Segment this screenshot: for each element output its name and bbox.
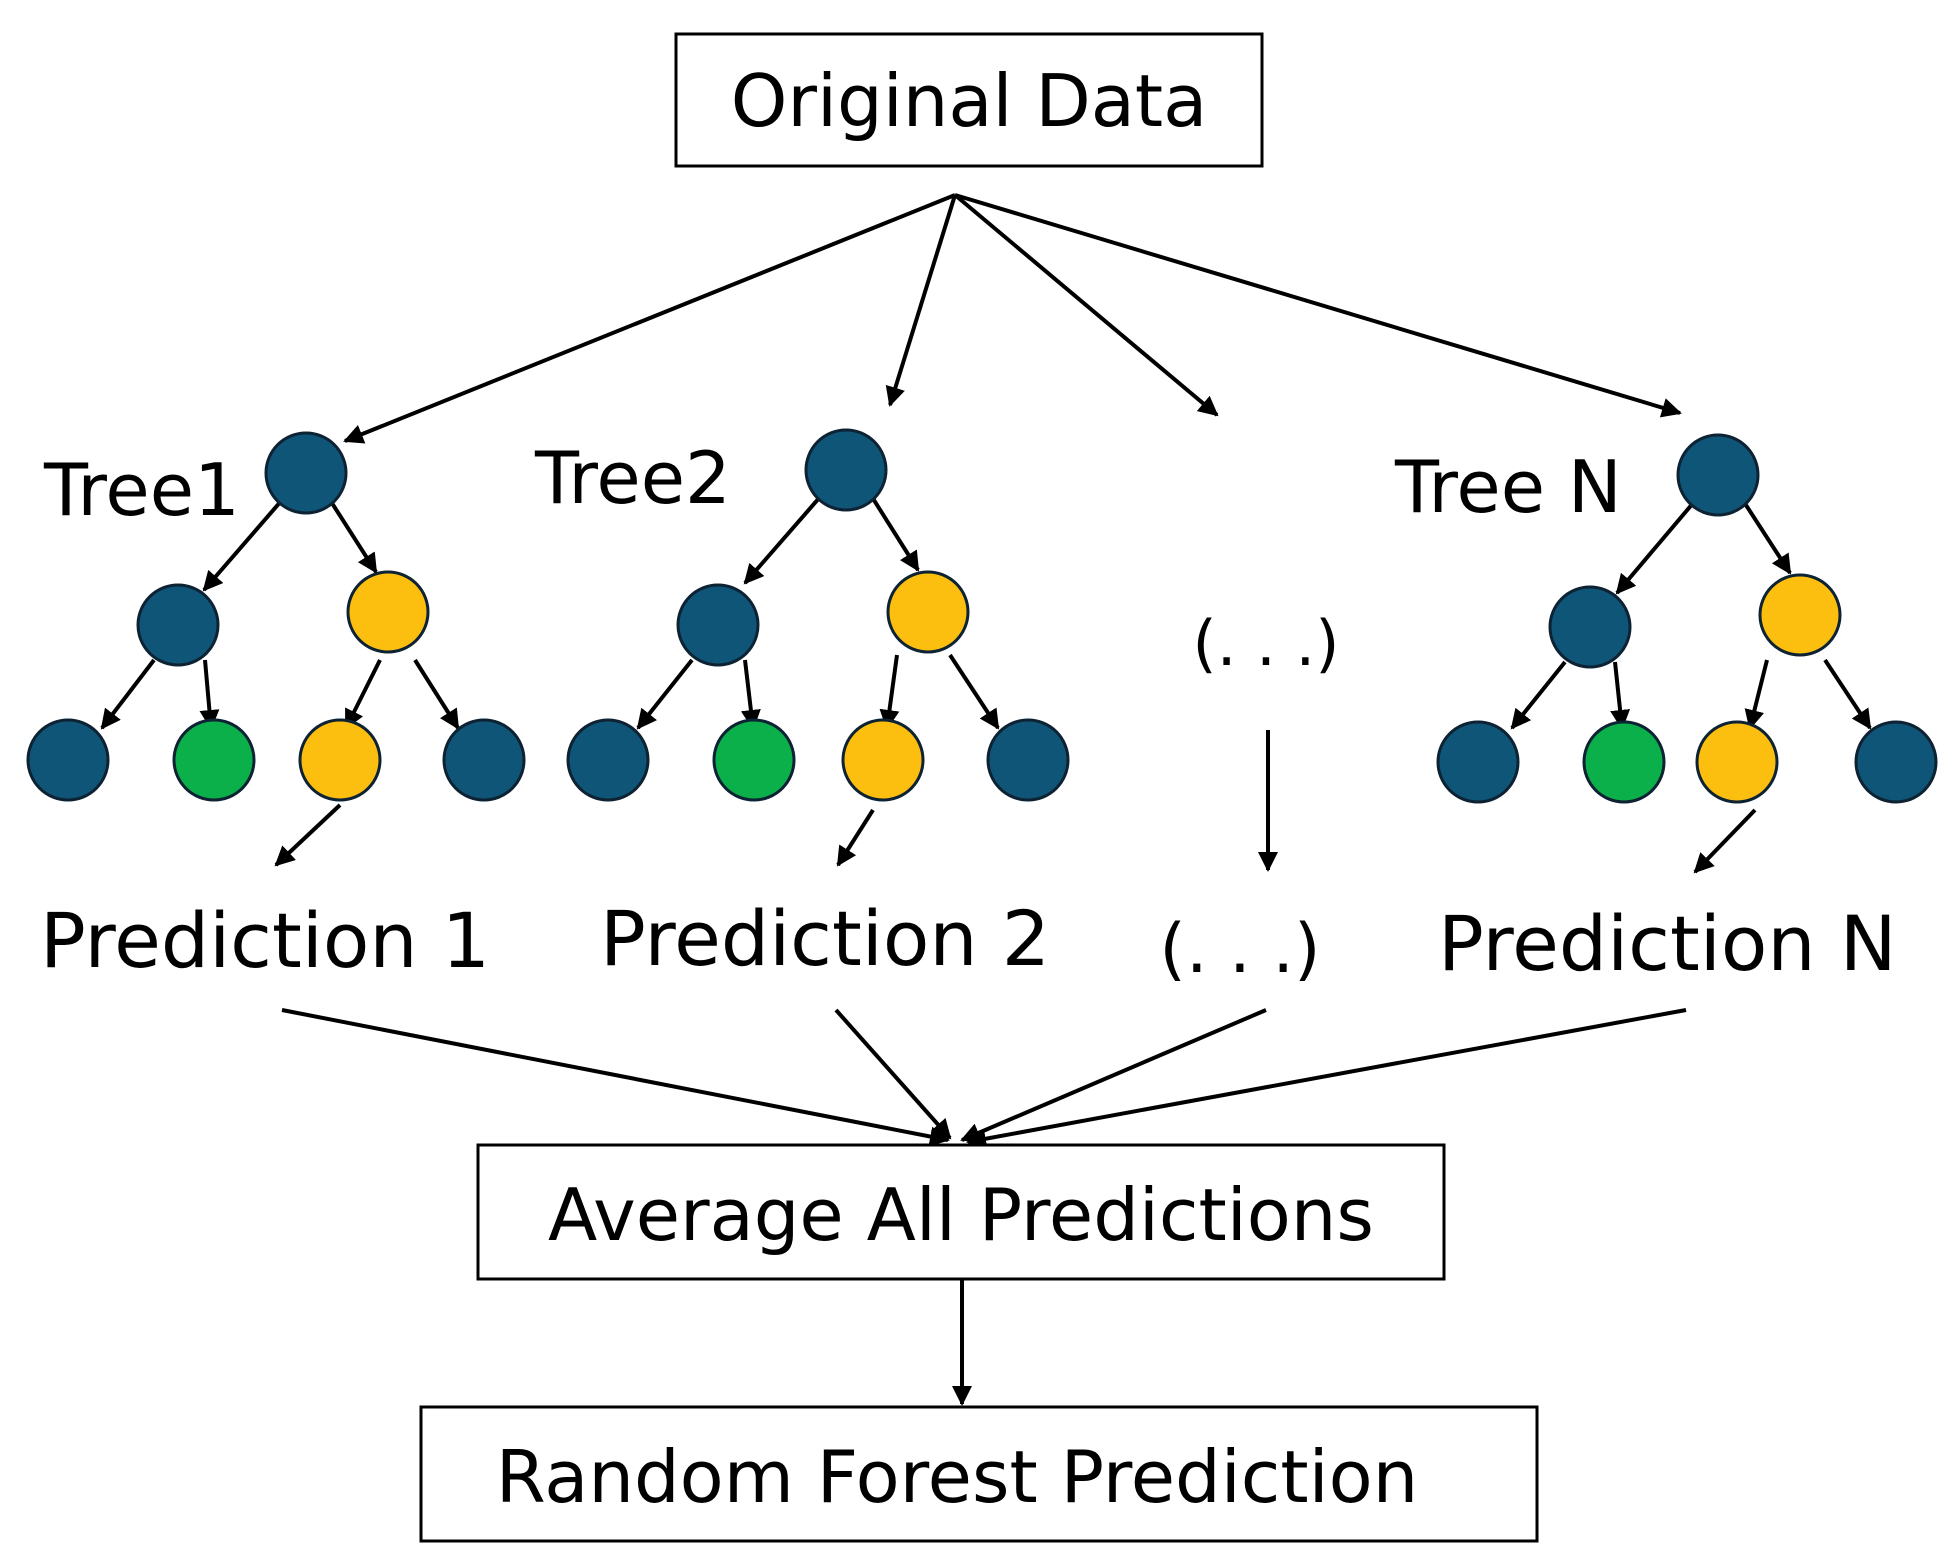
tree-n-label: Tree N: [1394, 445, 1622, 529]
tree-2-leaf-3: [841, 718, 925, 802]
tree-n-leaf-2: [1582, 720, 1666, 804]
tree-2-label: Tree2: [534, 436, 731, 520]
tree-ellipsis: (. . .): [1193, 607, 1340, 872]
arrow-to-tree-1: [343, 193, 956, 444]
prediction-1-label: Prediction 1: [40, 896, 490, 985]
tree-n-edges: [1510, 500, 1872, 874]
tree-n-leaf-4: [1854, 720, 1938, 804]
tree-n-root-node: [1676, 433, 1760, 517]
tree-1-root-node: [264, 431, 348, 515]
tree-n-leaf-3: [1695, 720, 1779, 804]
tree-1-leaf-2: [172, 718, 256, 802]
tree-1-edges: [100, 498, 460, 867]
arrow-from-prediction-1: [281, 1008, 950, 1147]
original-data-box: Original Data: [674, 32, 1264, 168]
tree-1-label: Tree1: [43, 448, 240, 532]
tree-2-edges: [636, 495, 1000, 867]
tree-1-leaf-1: [26, 718, 110, 802]
tree-2-root-node: [804, 428, 888, 512]
merge-arrows: [281, 1008, 1687, 1149]
prediction-2-label: Prediction 2: [600, 894, 1050, 983]
tree-2-right-node: [886, 570, 970, 654]
tree-n: Tree N: [1394, 433, 1938, 874]
tree-2-leaf-4: [986, 718, 1070, 802]
tree-n-right-node: [1758, 573, 1842, 657]
tree-1-right-node: [346, 570, 430, 654]
tree-2-leaf-2: [712, 718, 796, 802]
tree-1: Tree1: [26, 431, 526, 867]
arrow-to-tree-2: [885, 194, 957, 407]
average-label: Average All Predictions: [548, 1173, 1374, 1257]
prediction-ellipsis-label: (. . .): [1159, 910, 1320, 989]
final-prediction-box: Random Forest Prediction: [419, 1405, 1539, 1543]
average-box: Average All Predictions: [476, 1143, 1446, 1281]
original-data-label: Original Data: [731, 59, 1208, 143]
final-label: Random Forest Prediction: [496, 1435, 1419, 1519]
split-arrows: [343, 193, 1682, 444]
arrow-from-prediction-n: [966, 1008, 1687, 1149]
tree-1-left-node: [136, 583, 220, 667]
predictions-row: Prediction 1 Prediction 2 (. . .) Predic…: [40, 894, 1897, 989]
tree-ellipsis-label: (. . .): [1193, 607, 1340, 680]
prediction-n-label: Prediction N: [1438, 899, 1897, 988]
tree-2-leaf-1: [566, 718, 650, 802]
tree-1-leaf-3: [298, 718, 382, 802]
tree-n-leaf-1: [1436, 720, 1520, 804]
arrow-to-tree-n: [954, 193, 1682, 418]
tree-2-left-node: [676, 583, 760, 667]
tree-1-leaf-4: [442, 718, 526, 802]
tree-n-left-node: [1548, 585, 1632, 669]
tree-2: Tree2: [534, 428, 1070, 867]
arrow-from-prediction-ellipsis: [960, 1008, 1267, 1143]
arrow-to-tree-ellipsis: [953, 193, 1219, 417]
arrow-from-prediction-2: [834, 1008, 952, 1140]
